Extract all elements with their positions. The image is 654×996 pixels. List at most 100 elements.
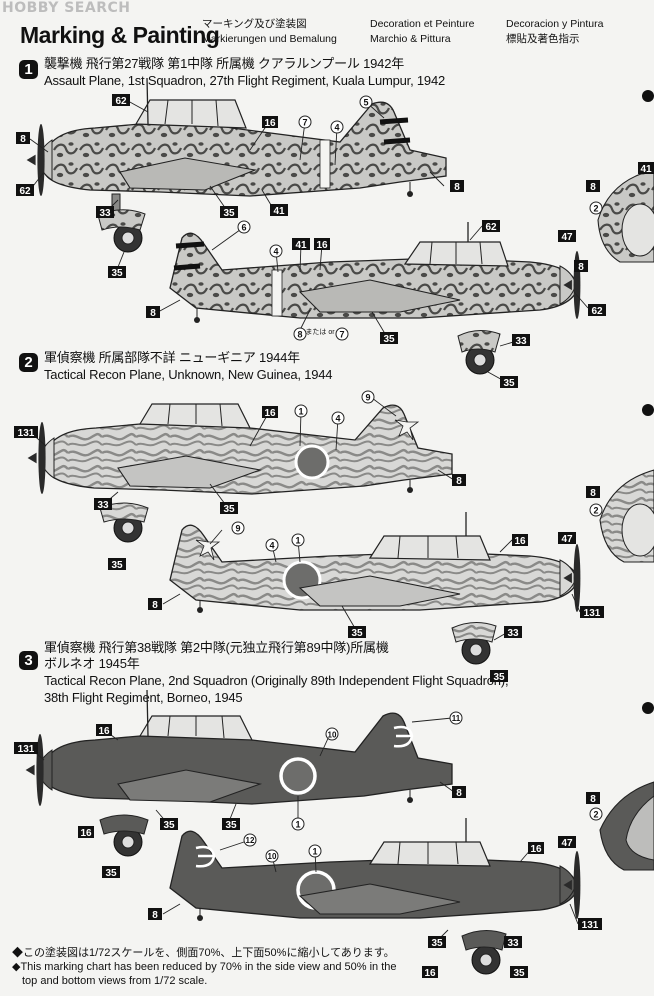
callout-10: 10 xyxy=(268,852,277,861)
callout-11: 11 xyxy=(452,714,461,723)
scheme2-aircraft-a xyxy=(27,403,453,543)
callout-8: 8 xyxy=(152,910,158,921)
scheme3-aircraft-b xyxy=(169,818,581,975)
callout-16: 16 xyxy=(98,726,110,737)
callout-8: 8 xyxy=(152,600,158,611)
callout-9: 9 xyxy=(235,524,240,534)
callout-47: 47 xyxy=(561,534,573,545)
callout-131: 131 xyxy=(18,428,35,439)
callout-16: 16 xyxy=(316,240,328,251)
callout-16: 16 xyxy=(424,968,436,979)
callout-35: 35 xyxy=(351,628,363,639)
callout-8: 8 xyxy=(456,476,462,487)
callout-33: 33 xyxy=(507,628,519,639)
callout-35: 35 xyxy=(223,504,235,515)
callout-33: 33 xyxy=(515,336,527,347)
footer-note-jp: ◆この塗装図は1/72スケールを、側面70%、上下面50%に縮小してあります。 xyxy=(12,947,395,959)
callout-7: 7 xyxy=(339,330,344,340)
callout-1: 1 xyxy=(295,820,300,830)
scheme-3-en: Tactical Recon Plane, 2nd Squadron (Orig… xyxy=(44,673,509,688)
callout-131: 131 xyxy=(582,920,599,931)
header-fr: Decoration et Peinture xyxy=(370,18,475,30)
callout-35: 35 xyxy=(513,968,525,979)
callout-35: 35 xyxy=(383,334,395,345)
footer-note-en-1: ◆This marking chart has been reduced by … xyxy=(12,961,397,973)
callout-9: 9 xyxy=(365,393,370,403)
callout-6: 6 xyxy=(241,223,246,233)
header-es: Decoracion y Pintura xyxy=(506,18,604,30)
callout-10: 10 xyxy=(328,731,337,740)
scheme2-aircraft-b xyxy=(169,512,581,665)
header-de: Markierungen und Bemalung xyxy=(202,33,337,45)
callout-1: 1 xyxy=(312,847,317,857)
callout-5: 5 xyxy=(363,98,368,108)
callout-2: 2 xyxy=(593,506,598,516)
callout-35: 35 xyxy=(431,938,443,949)
callout-33: 33 xyxy=(507,938,519,949)
callout-16: 16 xyxy=(264,118,276,129)
callout-35: 35 xyxy=(223,208,235,219)
callout-8-circle: 8 xyxy=(297,330,302,340)
right-partial-views xyxy=(597,90,654,871)
callout-4: 4 xyxy=(273,247,278,257)
scheme1-aircraft-a xyxy=(26,77,447,253)
callout-8: 8 xyxy=(150,308,156,319)
callout-4: 4 xyxy=(269,541,274,551)
scheme-2-en: Tactical Recon Plane, Unknown, New Guine… xyxy=(44,367,333,382)
callout-35: 35 xyxy=(225,820,237,831)
callout-131: 131 xyxy=(584,608,601,619)
callout-4: 4 xyxy=(335,414,340,424)
callout-41: 41 xyxy=(295,240,307,251)
header-zh: 標貼及著色指示 xyxy=(506,33,580,45)
callout-or: または or xyxy=(305,328,335,336)
callout-1: 1 xyxy=(295,536,300,546)
callout-8: 8 xyxy=(590,794,596,805)
callout-16: 16 xyxy=(514,536,526,547)
scheme-1-en: Assault Plane, 1st Squadron, 27th Flight… xyxy=(44,73,446,88)
callout-62: 62 xyxy=(115,96,127,107)
callout-62: 62 xyxy=(19,186,31,197)
scheme-2-jp: 軍偵察機 所属部隊不詳 ニューギニア 1944年 xyxy=(44,350,300,365)
callout-47: 47 xyxy=(561,838,573,849)
callout-8: 8 xyxy=(454,182,460,193)
callout-35: 35 xyxy=(111,268,123,279)
scheme-3-number: 3 xyxy=(19,651,38,670)
callout-2: 2 xyxy=(593,810,598,820)
callout-1: 1 xyxy=(298,407,303,417)
callout-16: 16 xyxy=(530,844,542,855)
callout-8: 8 xyxy=(590,182,596,193)
callout-16: 16 xyxy=(80,828,92,839)
callout-62: 62 xyxy=(485,222,497,233)
callout-8: 8 xyxy=(456,788,462,799)
page-title: Marking & Painting xyxy=(20,22,220,48)
callout-8: 8 xyxy=(578,262,584,273)
scheme3-aircraft-a xyxy=(25,689,453,857)
callout-62: 62 xyxy=(591,306,603,317)
callout-41: 41 xyxy=(640,164,652,175)
callout-35: 35 xyxy=(493,672,505,683)
callout-33: 33 xyxy=(97,500,109,511)
header-it: Marchio & Pittura xyxy=(370,33,451,45)
callout-33: 33 xyxy=(99,208,111,219)
footer-note-en-2: top and bottom views from 1/72 scale. xyxy=(22,975,208,987)
scheme-3-en2: 38th Flight Regiment, Borneo, 1945 xyxy=(44,690,243,705)
callout-35: 35 xyxy=(503,378,515,389)
watermark: HOBBY SEARCH xyxy=(2,0,131,16)
callout-47: 47 xyxy=(561,232,573,243)
callout-35: 35 xyxy=(111,560,123,571)
callout-labels: 62 8 62 16 7 4 5 33 35 41 8 35 6 4 41 16… xyxy=(14,94,654,979)
scheme-1-jp: 襲撃機 飛行第27戦隊 第1中隊 所属機 クアラルンプール 1942年 xyxy=(44,56,405,71)
callout-8: 8 xyxy=(590,488,596,499)
scheme-1-number: 1 xyxy=(19,60,38,79)
callout-16: 16 xyxy=(264,408,276,419)
callout-4: 4 xyxy=(334,123,339,133)
scheme-3-jp: 軍偵察機 飛行第38戦隊 第2中隊(元独立飛行第89中隊)所属機 xyxy=(44,640,389,655)
callout-35: 35 xyxy=(105,868,117,879)
callout-131: 131 xyxy=(18,744,35,755)
header-jp: マーキング及び塗装図 xyxy=(202,18,307,30)
scheme-2-number: 2 xyxy=(19,353,38,372)
callout-2: 2 xyxy=(593,204,598,214)
callout-7: 7 xyxy=(302,118,307,128)
callout-41: 41 xyxy=(273,206,285,217)
